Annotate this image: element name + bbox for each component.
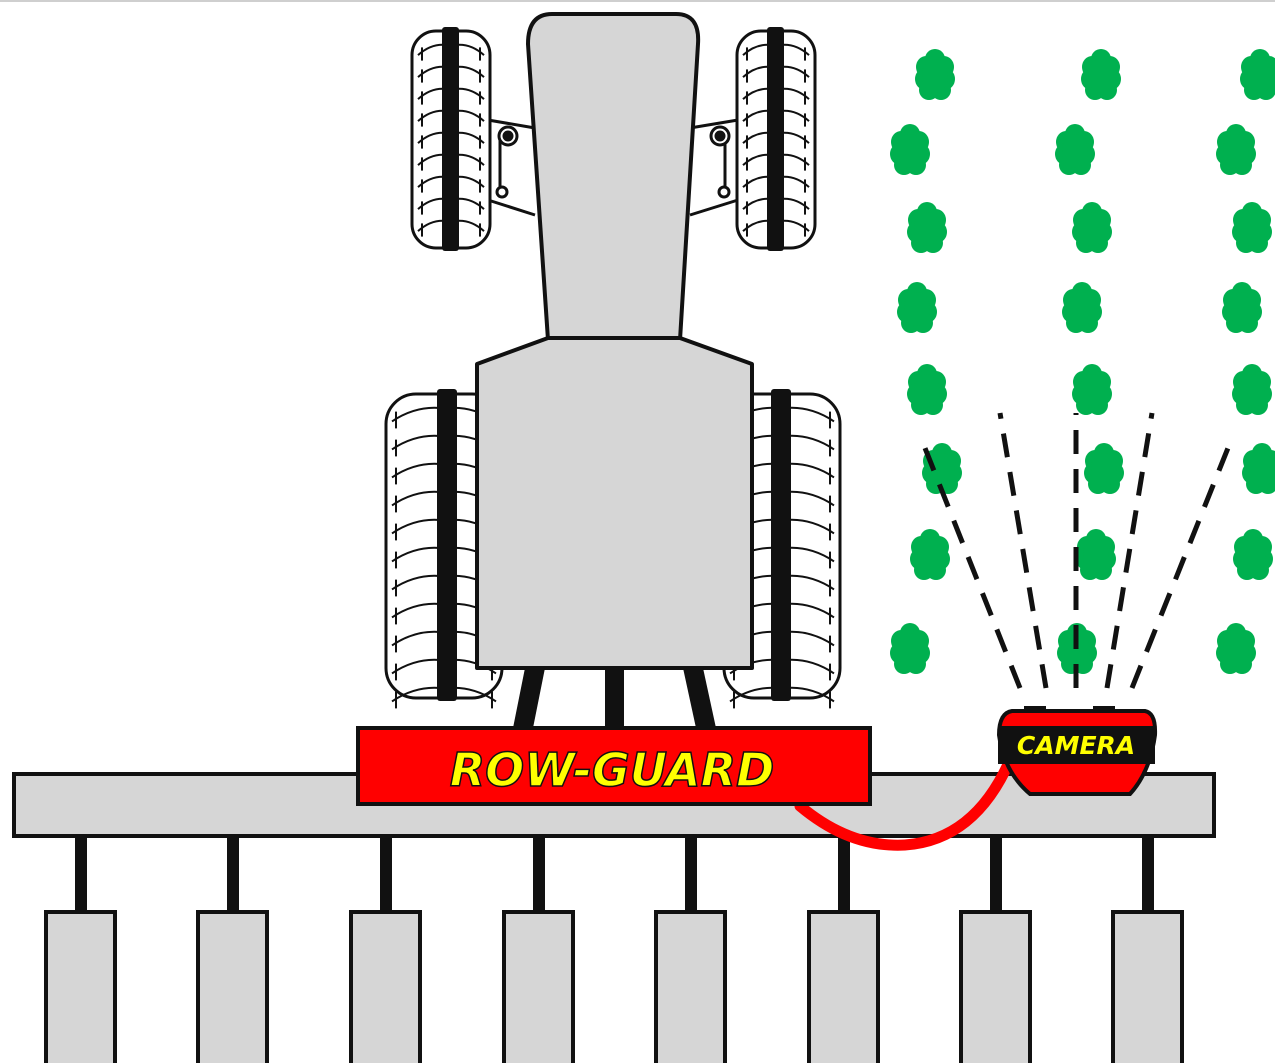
cultivator-unit — [196, 838, 269, 1063]
camera-view-lines — [920, 412, 1233, 689]
cultivator-unit — [959, 838, 1032, 1063]
rear-wheel-left — [384, 389, 504, 709]
plant-icon — [1232, 202, 1272, 253]
plant-icon — [907, 202, 947, 253]
crop-rows — [890, 49, 1275, 674]
plant-icon — [1242, 443, 1275, 494]
plant-icon — [915, 49, 955, 100]
plant-icon — [1084, 443, 1124, 494]
cultivator-shanks — [44, 838, 1184, 1063]
cultivator-unit — [807, 838, 880, 1063]
plant-icon — [1216, 623, 1256, 674]
plant-icon — [922, 443, 962, 494]
tractor-hood — [526, 12, 701, 342]
plant-icon — [1216, 124, 1256, 175]
cultivator-unit — [1111, 838, 1184, 1063]
plant-icon — [1072, 364, 1112, 415]
camera-cable — [794, 754, 1016, 851]
plant-icon — [1240, 49, 1275, 100]
camera: CAMERA — [996, 706, 1158, 796]
hitch-links — [513, 668, 716, 728]
plant-icon — [907, 364, 947, 415]
plant-icon — [1076, 529, 1116, 580]
front-axle-linkage — [487, 118, 739, 217]
plant-icon — [897, 282, 937, 333]
plant-icon — [890, 124, 930, 175]
plant-icon — [1055, 124, 1095, 175]
plant-icon — [890, 623, 930, 674]
camera-label: CAMERA — [1017, 731, 1135, 760]
plant-icon — [1222, 282, 1262, 333]
tractor-cab — [475, 336, 754, 670]
plant-icon — [910, 529, 950, 580]
cultivator-unit — [349, 838, 422, 1063]
tractor — [384, 12, 842, 728]
cultivator-unit — [502, 838, 575, 1063]
plant-icon — [1072, 202, 1112, 253]
plant-icon — [1232, 364, 1272, 415]
cultivator-unit — [44, 838, 117, 1063]
row-guard-label: ROW-GUARD — [450, 743, 775, 797]
front-wheel-left — [410, 27, 492, 251]
plant-icon — [1062, 282, 1102, 333]
front-wheel-right — [735, 27, 817, 251]
cultivator-unit — [654, 838, 727, 1063]
plant-icon — [1081, 49, 1121, 100]
plant-icon — [1233, 529, 1273, 580]
row-guard-unit: ROW-GUARD — [356, 726, 872, 806]
